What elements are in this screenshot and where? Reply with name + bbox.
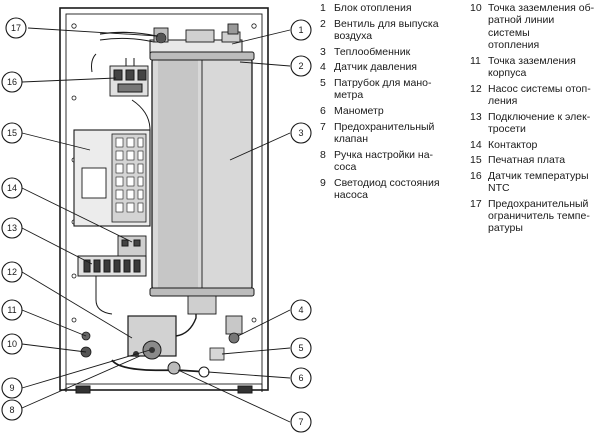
- svg-text:5: 5: [298, 343, 303, 353]
- svg-text:17: 17: [11, 23, 21, 33]
- callout-3: 3: [290, 122, 312, 144]
- legend-item-5: 5 Патрубок для мано- метра: [320, 77, 458, 102]
- legend-text: Контактор: [488, 138, 538, 151]
- legend-number: 13: [470, 110, 482, 123]
- legend-item-4: 4 Датчик давления: [320, 61, 458, 73]
- legend-item-10: 10 Точка заземления об- ратной линии сист…: [470, 2, 598, 51]
- svg-text:15: 15: [7, 128, 17, 138]
- legend-text: Манометр: [334, 105, 384, 118]
- legend-number: 9: [320, 176, 326, 189]
- legend-number: 17: [470, 197, 482, 210]
- callout-16: 16: [1, 71, 23, 93]
- legend-item-7: 7 Предохранительный клапан: [320, 121, 458, 146]
- svg-text:11: 11: [7, 305, 16, 315]
- legend-number: 14: [470, 138, 482, 151]
- boiler-diagram: 1 2 3 4 5 6 7 8 9 10 11 12 13 14 15 16 1…: [1, 7, 312, 433]
- callout-12: 12: [1, 261, 23, 283]
- legend-text: Патрубок для мано- метра: [334, 77, 432, 102]
- contactor: [117, 235, 147, 259]
- legend-text: Блок отопления: [334, 2, 412, 14]
- legend-text: Ручка настройки на- соса: [334, 148, 434, 173]
- heat-exchanger: [149, 51, 255, 315]
- mains-terminal-block: [77, 255, 147, 315]
- svg-text:10: 10: [7, 339, 17, 349]
- callout-15: 15: [1, 122, 23, 144]
- legend-left-column: 1 Блок отопления 2 Вентиль для выпуска воз…: [320, 2, 458, 205]
- callout-14: 14: [1, 177, 23, 199]
- legend-item-13: 13 Подключение к элек- тросети: [470, 111, 598, 136]
- legend-number: 10: [470, 2, 482, 14]
- legend-item-17: 17 Предохранительный ограничитель темпе- …: [470, 198, 598, 235]
- legend-number: 11: [470, 54, 481, 67]
- legend-number: 2: [320, 17, 326, 30]
- callout-1: 1: [290, 19, 312, 41]
- callout-4: 4: [290, 299, 312, 321]
- svg-text:16: 16: [7, 77, 17, 87]
- legend-item-1: 1 Блок отопления: [320, 2, 458, 14]
- legend-text: Точка заземления об- ратной линии систем…: [488, 2, 595, 51]
- legend-item-11: 11 Точка заземления корпуса: [470, 55, 598, 80]
- svg-text:8: 8: [9, 405, 14, 415]
- callout-2: 2: [290, 55, 312, 77]
- callout-6: 6: [290, 367, 312, 389]
- legend-number: 3: [320, 45, 326, 58]
- ntc-sensor-block: [109, 58, 149, 97]
- legend-item-3: 3 Теплообменник: [320, 46, 458, 58]
- housing: [59, 7, 269, 394]
- legend-text: Подключение к элек- тросети: [488, 110, 591, 135]
- svg-text:13: 13: [7, 223, 17, 233]
- legend-item-12: 12 Насос системы отоп- ления: [470, 83, 598, 108]
- legend-number: 16: [470, 169, 482, 182]
- circuit-board: [73, 99, 151, 227]
- legend-right-column: 10 Точка заземления об- ратной линии сист…: [470, 2, 598, 238]
- svg-text:3: 3: [298, 128, 303, 138]
- legend-item-14: 14 Контактор: [470, 139, 598, 151]
- callout-9: 9: [1, 377, 23, 399]
- svg-text:9: 9: [9, 383, 14, 393]
- legend-item-2: 2 Вентиль для выпуска воздуха: [320, 18, 458, 43]
- legend-text: Точка заземления корпуса: [488, 54, 576, 79]
- callout-10: 10: [1, 333, 23, 355]
- legend-item-15: 15 Печатная плата: [470, 154, 598, 166]
- pump-assembly: [80, 314, 243, 378]
- legend-text: Датчик температуры NTC: [488, 169, 589, 195]
- legend-text: Теплообменник: [334, 45, 411, 58]
- legend-number: 1: [320, 2, 326, 14]
- legend-text: Датчик давления: [334, 61, 417, 74]
- legend-number: 7: [320, 120, 326, 133]
- legend-text: Насос системы отоп- ления: [488, 82, 591, 107]
- svg-text:1: 1: [298, 25, 303, 35]
- legend-number: 6: [320, 105, 326, 118]
- callout-8: 8: [1, 399, 23, 421]
- svg-text:12: 12: [7, 267, 17, 277]
- svg-text:7: 7: [298, 417, 303, 427]
- legend-number: 4: [320, 61, 326, 74]
- legend-number: 15: [470, 154, 482, 167]
- legend-text: Вентиль для выпуска воздуха: [334, 17, 439, 42]
- leader-lines: [21, 27, 291, 423]
- top-pipework: [91, 23, 243, 73]
- callout-11: 11: [1, 299, 23, 321]
- legend-item-9: 9 Светодиод состояния насоса: [320, 177, 458, 202]
- legend-number: 8: [320, 148, 326, 161]
- legend-number: 12: [470, 82, 482, 95]
- legend-item-8: 8 Ручка настройки на- соса: [320, 149, 458, 174]
- svg-text:6: 6: [298, 373, 303, 383]
- svg-text:4: 4: [298, 305, 303, 315]
- legend-item-6: 6 Манометр: [320, 105, 458, 117]
- callout-5: 5: [290, 337, 312, 359]
- callout-7: 7: [290, 411, 312, 433]
- legend-text: Предохранительный ограничитель темпе- ра…: [488, 197, 590, 235]
- callout-17: 17: [5, 17, 27, 39]
- svg-text:14: 14: [7, 183, 17, 193]
- svg-text:2: 2: [298, 61, 303, 71]
- legend-text: Светодиод состояния насоса: [334, 176, 440, 201]
- legend-text: Печатная плата: [488, 154, 566, 167]
- legend-item-16: 16 Датчик температуры NTC: [470, 170, 598, 195]
- legend-number: 5: [320, 77, 326, 90]
- legend-text: Предохранительный клапан: [334, 120, 435, 146]
- callout-13: 13: [1, 217, 23, 239]
